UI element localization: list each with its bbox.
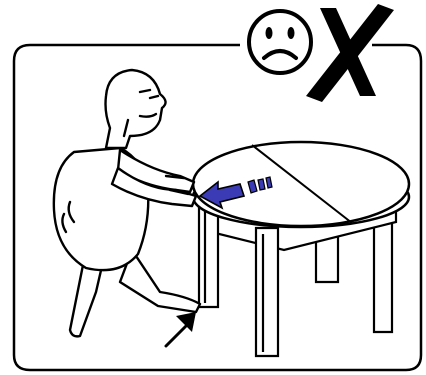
pointer-arrow-icon bbox=[166, 312, 196, 346]
table-top bbox=[193, 142, 409, 227]
cross-mark-icon bbox=[306, 4, 394, 102]
person-figure bbox=[54, 70, 200, 336]
sad-face-icon bbox=[249, 11, 311, 73]
